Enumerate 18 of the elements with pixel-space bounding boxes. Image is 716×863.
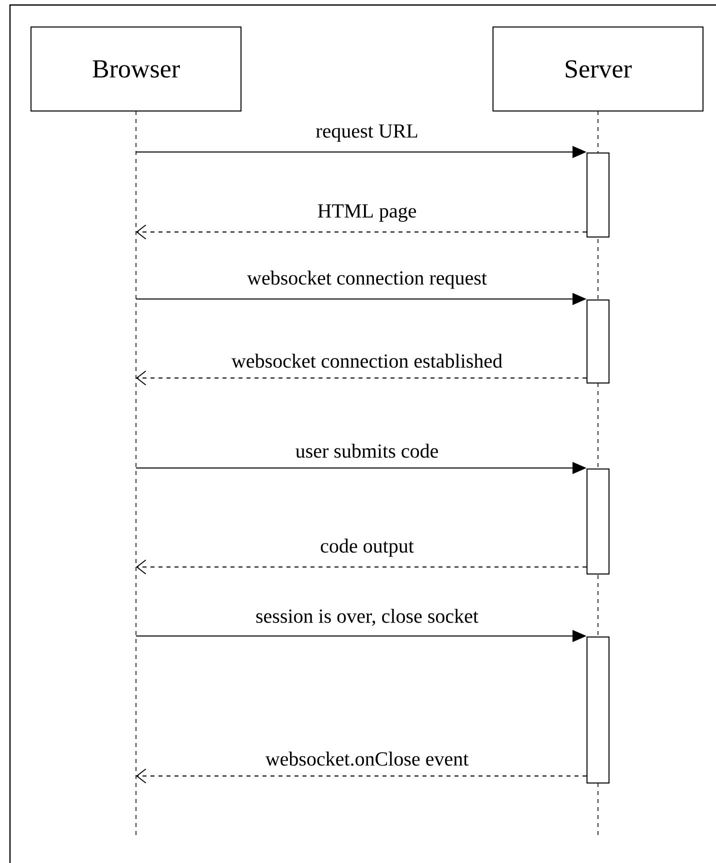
edge-label: websocket connection request: [246, 270, 488, 290]
edge-label: session is over, close socket: [254, 608, 480, 627]
arrow: [136, 224, 587, 240]
activation-bar: [586, 300, 610, 384]
arrow: [136, 370, 587, 386]
edge-label: websocket connection established: [230, 352, 504, 369]
activation-bar: [586, 636, 610, 784]
edge-label: websocket.onClose event: [264, 750, 470, 767]
arrow: [136, 768, 587, 784]
edge-label: code output: [319, 538, 415, 558]
activation-bar: [586, 468, 610, 574]
edge-label: user submits code: [294, 442, 440, 459]
edge-label: HTML page: [316, 203, 418, 223]
activation-bar: [586, 152, 610, 238]
arrow: [136, 560, 587, 574]
edge-label: request URL: [314, 123, 420, 143]
participant-box: Browser: [30, 26, 242, 112]
participant-box: Server: [492, 26, 704, 112]
